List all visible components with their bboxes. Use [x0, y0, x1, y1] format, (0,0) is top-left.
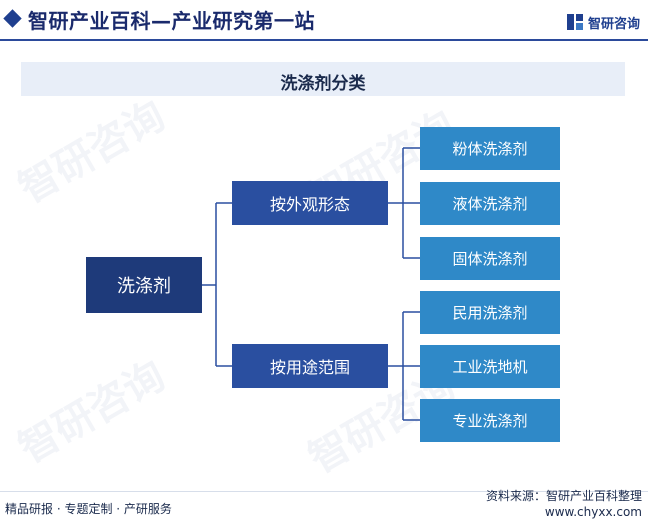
diagram-title: 洗涤剂分类: [280, 74, 366, 94]
brand-logo-icon: [566, 14, 583, 30]
leaf-node: 粉体洗涤剂: [420, 127, 560, 170]
leaf-node: 液体洗涤剂: [420, 182, 560, 225]
brand-name: 智研咨询: [587, 16, 640, 32]
leaf-node: 民用洗涤剂: [420, 291, 560, 334]
leaf-node: 工业洗地机: [420, 345, 560, 388]
brand: 智研咨询: [566, 12, 640, 32]
category-node-usage: 按用途范围: [232, 344, 388, 388]
root-node: 洗涤剂: [86, 257, 202, 313]
diagram-title-bar: 洗涤剂分类: [21, 62, 625, 96]
source-note: 资料来源：智研产业百科整理: [485, 489, 642, 503]
header-divider: [0, 39, 648, 41]
website-url: www.chyxx.com: [544, 505, 642, 519]
footer-divider: [0, 491, 648, 492]
footer-services: 精品研报 · 专题定制 · 产研服务: [5, 502, 172, 516]
leaf-node: 固体洗涤剂: [420, 237, 560, 280]
page-title: 智研产业百科—产业研究第一站: [28, 9, 315, 33]
leaf-node: 专业洗涤剂: [420, 399, 560, 442]
header: 智研产业百科—产业研究第一站 智研咨询: [0, 0, 648, 41]
category-node-appearance: 按外观形态: [232, 181, 388, 225]
